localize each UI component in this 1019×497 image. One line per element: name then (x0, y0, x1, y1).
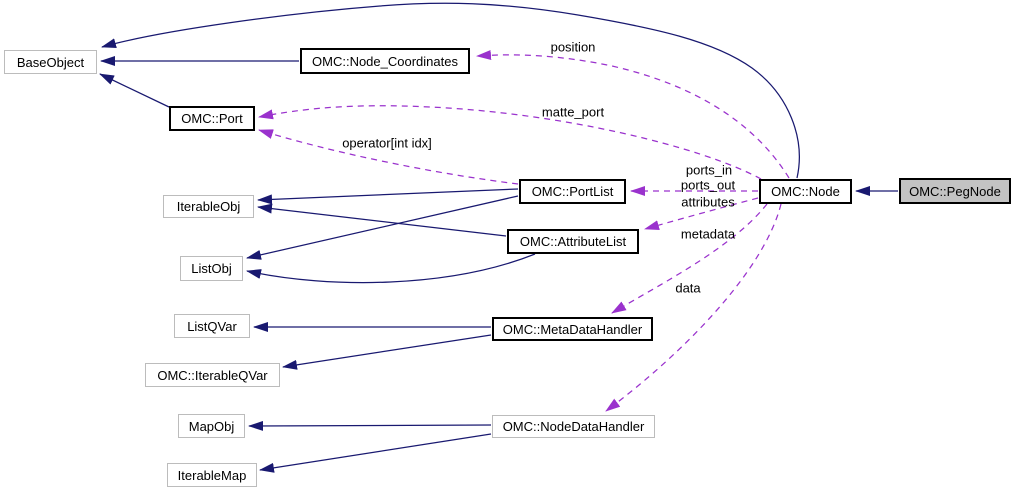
class-label: ListObj (191, 261, 232, 276)
class-box-portlist[interactable]: OMC::PortList (519, 179, 626, 204)
edge-nodedatahandler-to-iterablemap (259, 433, 492, 473)
edge-node-to-attributelist (644, 197, 759, 231)
edge-node-to-baseobject (101, 2, 800, 179)
class-label: OMC::Node_Coordinates (312, 53, 458, 69)
edge-port-to-baseobject (99, 73, 170, 108)
edge-label-metadata: metadata (680, 226, 736, 242)
class-box-iterableobj: IterableObj (163, 195, 254, 218)
class-label: OMC::IterableQVar (157, 367, 268, 383)
edge-attributelist-to-iterableobj (257, 203, 507, 237)
edge-attributelist-to-listobj (246, 253, 536, 284)
class-label: OMC::Node (771, 184, 840, 199)
class-box-nodedatahandler: OMC::NodeDataHandler (492, 415, 655, 438)
class-box-attributelist[interactable]: OMC::AttributeList (507, 229, 639, 254)
edge-label-position: position (550, 39, 596, 55)
class-box-baseobject: BaseObject (4, 50, 97, 74)
class-label: OMC::Port (181, 111, 243, 126)
edge-label-matte-port: matte_port (541, 104, 605, 120)
class-label: OMC::AttributeList (519, 234, 627, 249)
edge-metadatahandler-to-iterableqvar (282, 334, 492, 370)
class-label: MapObj (188, 418, 235, 434)
class-box-iterableqvar: OMC::IterableQVar (145, 363, 280, 387)
class-box-listqvar: ListQVar (174, 314, 250, 338)
edge-portlist-to-port (258, 129, 519, 185)
class-box-metadatahandler[interactable]: OMC::MetaDataHandler (492, 317, 653, 341)
edge-label-attributes: attributes (681, 194, 735, 210)
edge-node-to-node-coordinates (476, 50, 790, 179)
class-box-mapobj: MapObj (178, 414, 245, 438)
class-box-node-coordinates[interactable]: OMC::Node_Coordinates (300, 48, 470, 74)
edge-portlist-to-listobj (246, 195, 519, 260)
class-label: BaseObject (16, 54, 85, 70)
class-label: OMC::MetaDataHandler (502, 321, 643, 337)
edge-label-operator: operator[int idx] (342, 135, 432, 151)
edge-label-ports-in: ports_in (685, 162, 733, 178)
class-label: OMC::NodeDataHandler (502, 419, 645, 434)
edge-node-to-port (258, 105, 762, 180)
edge-portlist-to-iterableobj (257, 188, 519, 205)
class-box-port[interactable]: OMC::Port (169, 106, 255, 131)
class-label: IterableMap (177, 467, 247, 483)
edge-nodedatahandler-to-mapobj (248, 420, 492, 431)
class-label: IterableObj (176, 199, 241, 214)
class-box-node[interactable]: OMC::Node (759, 179, 852, 204)
class-label: OMC::PegNode (909, 183, 1001, 199)
class-box-iterablemap: IterableMap (167, 463, 257, 487)
class-label: ListQVar (187, 318, 237, 334)
class-box-listobj: ListObj (180, 256, 243, 281)
edge-label-ports-out: ports_out (680, 177, 736, 193)
edge-label-data: data (675, 280, 701, 296)
edge-node-to-metadatahandler (611, 203, 768, 314)
class-label: OMC::PortList (531, 184, 614, 199)
class-box-pegnode: OMC::PegNode (899, 178, 1011, 204)
